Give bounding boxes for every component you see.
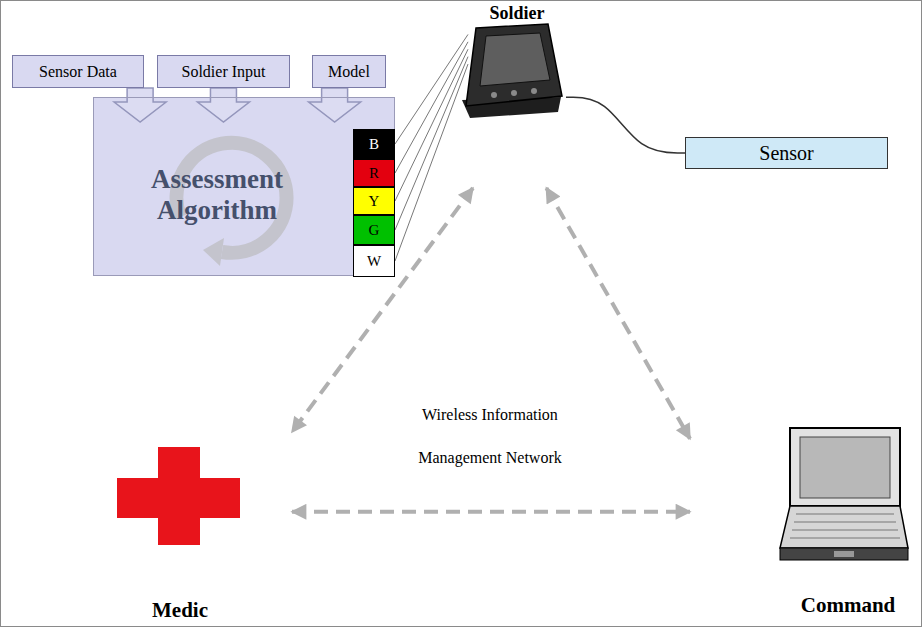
sensor-wire: [566, 97, 685, 153]
node-label: Sensor Data: [39, 63, 117, 81]
laptop-screen: [800, 437, 890, 498]
laptop-front: [780, 548, 908, 560]
laptop: [780, 428, 908, 560]
algorithm-box: Assessment Algorithm BRYGW: [93, 97, 395, 276]
laptop-lid: [790, 428, 900, 506]
node-label: Soldier: [468, 3, 566, 24]
node-label: G: [369, 222, 380, 239]
status-line: [395, 64, 468, 261]
pda-screen: [480, 33, 550, 86]
triage-chip: G: [353, 215, 395, 245]
connectors: [114, 34, 690, 511]
pda-device: [462, 24, 562, 118]
pda-button: [511, 90, 517, 96]
triage-chip: R: [353, 159, 395, 187]
triage-chip: Y: [353, 187, 395, 215]
status-line: [395, 34, 468, 144]
medic-node: Medic: [110, 432, 292, 622]
node-label: W: [367, 253, 381, 270]
command-node: Command: [690, 425, 918, 622]
laptop-keys: [790, 514, 900, 538]
node-label: Model: [328, 63, 370, 81]
laptop-pad: [834, 551, 854, 557]
pda-button: [491, 92, 497, 98]
pda-button: [531, 88, 537, 94]
node-label: Command: [778, 593, 918, 618]
node-label: Y: [369, 193, 380, 210]
pda-body: [466, 24, 562, 106]
soldier-node: Soldier: [468, 3, 566, 188]
node-label: Sensor: [759, 142, 813, 165]
network-arrow: [546, 188, 690, 439]
sensor-box: Sensor: [685, 137, 888, 169]
node-label: R: [369, 165, 379, 182]
input-box: Sensor Data: [12, 55, 144, 88]
triage-chip: W: [353, 245, 395, 277]
input-arrow: [114, 88, 166, 122]
red-cross: [117, 447, 240, 545]
status-line: [395, 49, 468, 201]
node-label: Assessment Algorithm: [126, 164, 308, 226]
network-label: Wireless Information Management Network: [385, 393, 595, 479]
node-label: Soldier Input: [182, 63, 266, 81]
network-arrow: [292, 510, 690, 514]
cross-horizontal: [117, 478, 240, 518]
input-arrow: [197, 88, 249, 122]
network-arrow: [292, 188, 473, 432]
input-arrow: [309, 88, 361, 122]
node-label: B: [369, 136, 379, 153]
laptop-base: [780, 506, 908, 548]
status-line: [395, 42, 468, 173]
input-box: Model: [312, 55, 386, 88]
cycle-head: [203, 238, 224, 266]
triage-chip: B: [353, 129, 395, 159]
input-box: Soldier Input: [157, 55, 290, 88]
node-label: Medic: [110, 598, 250, 623]
assessment-fill: [93, 97, 395, 276]
status-line: [395, 57, 468, 230]
